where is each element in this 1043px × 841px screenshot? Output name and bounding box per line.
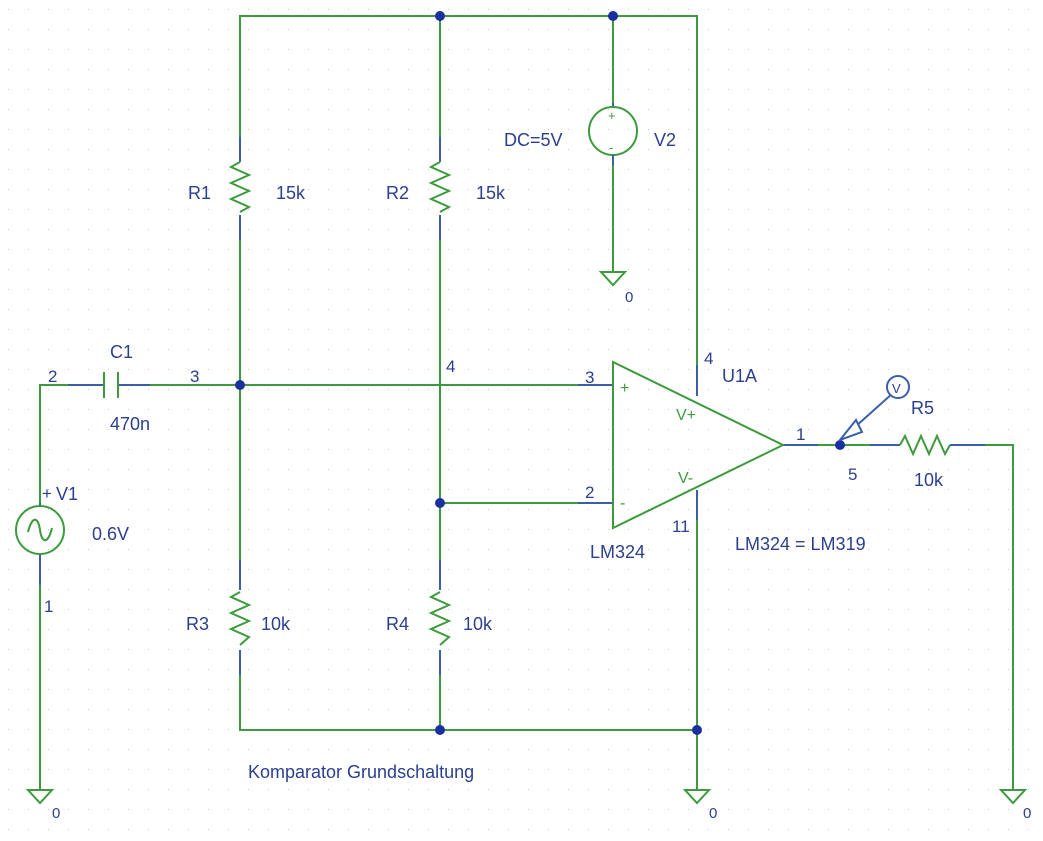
voltage-probe-icon[interactable]: V xyxy=(836,375,910,443)
schematic-title: Komparator Grundschaltung xyxy=(248,762,474,782)
v1-value: 0.6V xyxy=(92,524,129,544)
pin-in-minus: 2 xyxy=(585,483,594,502)
v1-ref: V1 xyxy=(56,484,78,504)
pin-vminus: 11 xyxy=(672,517,690,536)
ground-icon-opamp: 0 xyxy=(682,789,717,822)
opamp-vminus-label: V- xyxy=(678,470,693,487)
opamp-u1a[interactable]: + - V+ V- U1A LM324 3 2 1 4 11 xyxy=(585,349,805,562)
r5-value: 10k xyxy=(914,470,944,490)
capacitor-c1[interactable]: C1 470n xyxy=(103,342,150,434)
ground-icon-load: 0 xyxy=(998,789,1031,822)
opamp-part: LM324 xyxy=(590,542,645,562)
opamp-vplus-label: V+ xyxy=(676,407,696,424)
resistor-r5[interactable]: R5 10k xyxy=(870,398,1013,490)
pin-in-plus: 3 xyxy=(585,368,594,387)
r2-value: 15k xyxy=(476,183,506,203)
wires xyxy=(39,15,1014,790)
source-v1[interactable]: + V1 0.6V xyxy=(15,484,129,555)
ground-label: 0 xyxy=(1023,805,1031,822)
net-label-4: 4 xyxy=(446,357,455,376)
r3-value: 10k xyxy=(261,614,291,634)
ground-icon-v2: 0 xyxy=(598,271,633,306)
net-label-5: 5 xyxy=(848,465,857,484)
probe-label: V xyxy=(892,381,901,396)
net-label-2: 2 xyxy=(48,367,57,386)
opamp-plus-sign: + xyxy=(620,380,629,397)
ground-label: 0 xyxy=(625,289,633,306)
resistor-r1[interactable]: R1 15k xyxy=(188,137,306,213)
ground-icon-v1: 0 xyxy=(25,789,60,822)
resistor-r2[interactable]: R2 15k xyxy=(386,137,506,213)
opamp-ref: U1A xyxy=(722,366,757,386)
r4-value: 10k xyxy=(463,614,493,634)
net-label-1: 1 xyxy=(44,597,53,616)
v1-plus-sign: + xyxy=(42,484,52,503)
r2-ref: R2 xyxy=(386,183,409,203)
junctions xyxy=(235,11,845,735)
source-v2[interactable]: + - DC=5V V2 xyxy=(504,103,676,165)
resistor-r4[interactable]: R4 10k xyxy=(386,591,493,646)
c1-value: 470n xyxy=(110,414,150,434)
pin-out: 1 xyxy=(796,425,805,444)
ground-label: 0 xyxy=(52,805,60,822)
r1-value: 15k xyxy=(276,183,306,203)
pin-vplus: 4 xyxy=(704,349,713,368)
ground-label: 0 xyxy=(709,805,717,822)
net-label-3: 3 xyxy=(190,367,199,386)
r4-ref: R4 xyxy=(386,614,409,634)
r3-ref: R3 xyxy=(186,614,209,634)
schematic-note: LM324 = LM319 xyxy=(735,534,866,554)
c1-ref: C1 xyxy=(110,342,133,362)
r5-ref: R5 xyxy=(911,398,934,418)
v2-value: DC=5V xyxy=(504,130,563,150)
v2-plus-sign: + xyxy=(608,108,616,123)
opamp-minus-sign: - xyxy=(620,495,625,512)
resistor-r3[interactable]: R3 10k xyxy=(186,591,291,646)
r1-ref: R1 xyxy=(188,183,211,203)
net-labels: 2 3 4 5 1 xyxy=(44,357,857,616)
v2-minus-sign: - xyxy=(609,140,613,155)
v2-ref: V2 xyxy=(654,130,676,150)
